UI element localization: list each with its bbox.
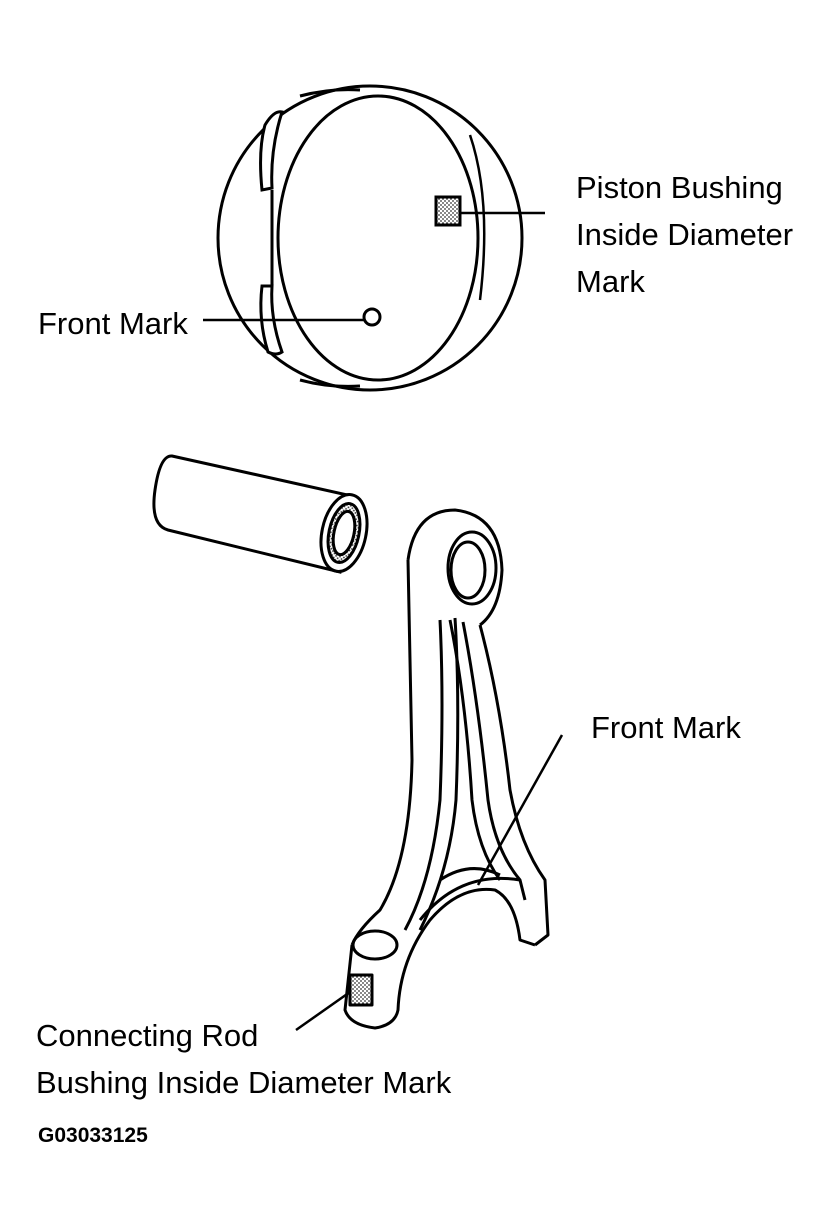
piston-bushing-label-line-1: Piston Bushing	[576, 170, 783, 205]
rod-bushing-label-line-2: Bushing Inside Diameter Mark	[36, 1065, 452, 1100]
piston-front-mark-dot	[362, 307, 382, 327]
piston-bushing-label-line-2: Inside Diameter	[576, 217, 794, 252]
piston-outer-circle	[216, 84, 524, 392]
rod-bushing-label: Connecting Rod Bushing Inside Diameter M…	[36, 1012, 451, 1106]
figure-code: G03033125	[38, 1124, 148, 1147]
piston-bushing-label-line-3: Mark	[576, 264, 645, 299]
piston-bushing-mark	[434, 195, 462, 227]
connecting-rod	[295, 508, 564, 1032]
rod-front-mark-label: Front Mark	[591, 710, 741, 745]
piston	[203, 84, 545, 392]
piston-front-mark-label: Front Mark	[38, 306, 188, 341]
rod-bushing-leader	[295, 990, 351, 1032]
piston-pin	[152, 454, 369, 574]
rod-bushing-mark	[348, 973, 374, 1007]
rod-big-end	[343, 887, 536, 1030]
rod-bushing-label-line-1: Connecting Rod	[36, 1018, 259, 1053]
piston-inner-ellipse	[276, 94, 480, 382]
rod-small-end	[406, 508, 504, 627]
piston-pin-boss-left	[259, 110, 284, 192]
piston-bushing-label: Piston Bushing Inside Diameter Mark	[576, 164, 793, 305]
rod-front-mark-leader	[476, 734, 564, 886]
